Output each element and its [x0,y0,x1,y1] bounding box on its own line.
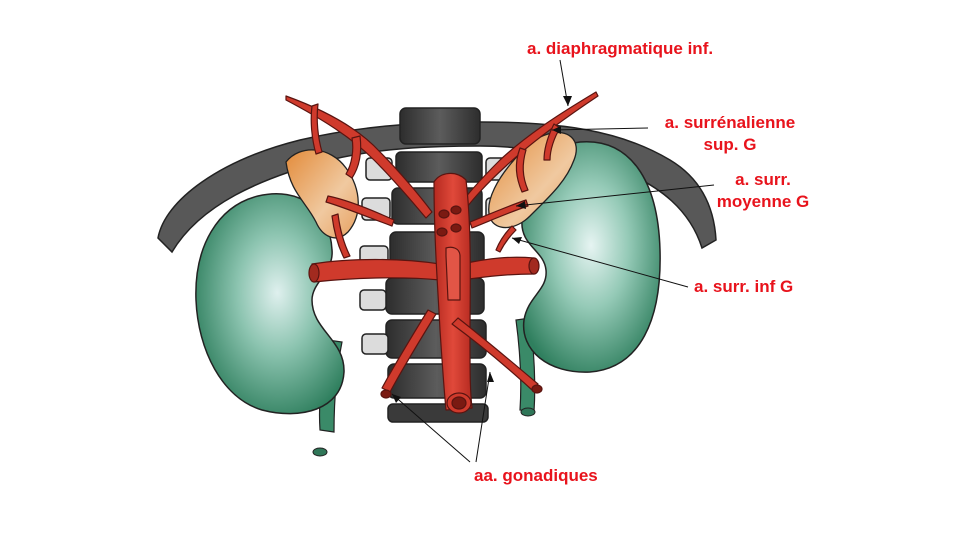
right-adrenal-gland [488,131,577,229]
leader-surr-sup [551,127,649,131]
leader-surr-moy [515,184,715,207]
label-surr-moyenne-line1: a. surr. [735,170,791,189]
label-surrenalienne-sup-line1: a. surrénalienne [664,113,796,132]
arteries [285,91,599,414]
left-kidney [195,193,345,457]
label-surr-moyenne-line2: moyenne G [716,192,810,211]
leader-gonadique-2 [475,371,491,463]
leader-gonadique-1 [391,393,471,463]
leader-surr-inf [511,237,689,288]
label-surr-inf: a. surr. inf G [694,277,794,296]
label-surrenalienne-sup: a. surrénalienne sup. G [646,112,814,156]
label-diaphragmatique-inf: a. diaphragmatique inf. [527,39,714,58]
leader-lines [391,59,715,463]
label-surrenalienne-sup-line2: sup. G [703,135,757,154]
left-adrenal-gland [285,149,359,239]
label-surr-moyenne: a. surr. moyenne G [700,169,826,213]
arrowheads [392,96,572,403]
label-gonadiques: aa. gonadiques [474,466,598,485]
